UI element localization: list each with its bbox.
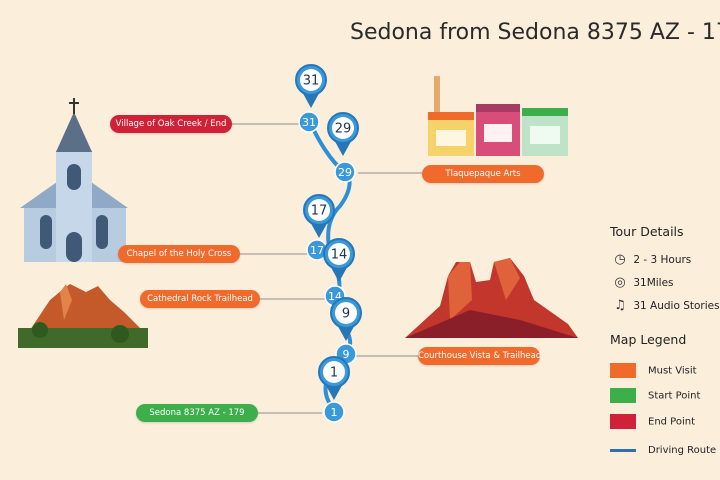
map-pin-number: 29	[335, 122, 352, 137]
legend-start-point: Start Point	[610, 388, 700, 404]
distance-text: 31Miles	[633, 277, 674, 289]
audio-text: 31 Audio Stories	[633, 300, 720, 312]
legend-must-visit: Must Visit	[610, 363, 697, 379]
map-title: Sedona from Sedona 8375 AZ - 179	[350, 20, 720, 45]
route-stop-marker[interactable]: 31	[298, 111, 320, 133]
clock-icon: ◷	[614, 252, 626, 267]
earbuds-icon: ♫	[614, 298, 626, 313]
map-pin-number: 31	[303, 74, 320, 89]
map-pin[interactable]: 1	[318, 356, 350, 400]
distance-row: ◎ 31Miles	[610, 274, 674, 292]
tour-details-panel: Tour Details ◷ 2 - 3 Hours ◎ 31Miles ♫ 3…	[610, 224, 720, 456]
driving-route-swatch	[610, 448, 636, 452]
stop-label-sedona-start[interactable]: Sedona 8375 AZ - 179	[136, 404, 258, 422]
tour-details-heading: Tour Details	[610, 224, 684, 239]
start-point-swatch	[610, 388, 636, 403]
map-pin-number: 1	[330, 366, 338, 381]
map-pin[interactable]: 9	[330, 297, 362, 341]
route-stop-number: 31	[302, 116, 316, 129]
church-illustration	[20, 98, 128, 262]
route-stop-number: 1	[331, 406, 338, 419]
route-stop-number: 17	[310, 244, 324, 257]
legend-must-visit-label: Must Visit	[648, 365, 697, 377]
map-pin[interactable]: 31	[295, 64, 327, 108]
cathedral-rock-illustration	[18, 284, 148, 348]
map-legend-heading: Map Legend	[610, 332, 687, 347]
courthouse-butte-illustration	[405, 258, 578, 338]
stop-label-cathedral-rock-trailhead[interactable]: Cathedral Rock Trailhead	[140, 290, 260, 308]
legend-end-point: End Point	[610, 414, 695, 430]
map-pin[interactable]: 14	[323, 238, 355, 282]
duration-row: ◷ 2 - 3 Hours	[610, 251, 691, 269]
end-point-swatch	[610, 414, 636, 429]
location-pin-icon: ◎	[614, 275, 626, 290]
legend-driving-route-label: Driving Route	[648, 445, 717, 456]
audio-row: ♫ 31 Audio Stories	[610, 297, 720, 315]
route-stop-marker[interactable]: 17	[306, 239, 328, 261]
map-pin-number: 17	[311, 204, 328, 219]
route-stop-marker[interactable]: 1	[323, 401, 345, 423]
legend-driving-route: Driving Route	[610, 443, 716, 459]
stop-label-courthouse-vista[interactable]: Courthouse Vista & Trailhead	[418, 347, 541, 365]
route-stop-marker[interactable]: 29	[334, 161, 356, 183]
legend-end-point-label: End Point	[648, 416, 696, 428]
map-pin[interactable]: 29	[327, 112, 359, 156]
route-stop-number: 29	[338, 166, 352, 179]
map-pin-number: 9	[342, 307, 350, 322]
tlaquepaque-shops-illustration	[428, 76, 568, 156]
legend-start-point-label: Start Point	[648, 390, 701, 402]
map-pin[interactable]: 17	[303, 194, 335, 238]
map-pin-number: 14	[331, 248, 348, 263]
stop-label-village-of-oak-creek[interactable]: Village of Oak Creek / End	[110, 115, 232, 133]
stop-label-tlaquepaque-arts[interactable]: Tlaquepaque Arts	[422, 165, 544, 183]
must-visit-swatch	[610, 363, 636, 378]
route-stop-number: 9	[343, 348, 350, 361]
stop-label-chapel-of-the-holy-cross[interactable]: Chapel of the Holy Cross	[118, 245, 240, 263]
duration-text: 2 - 3 Hours	[633, 254, 692, 266]
